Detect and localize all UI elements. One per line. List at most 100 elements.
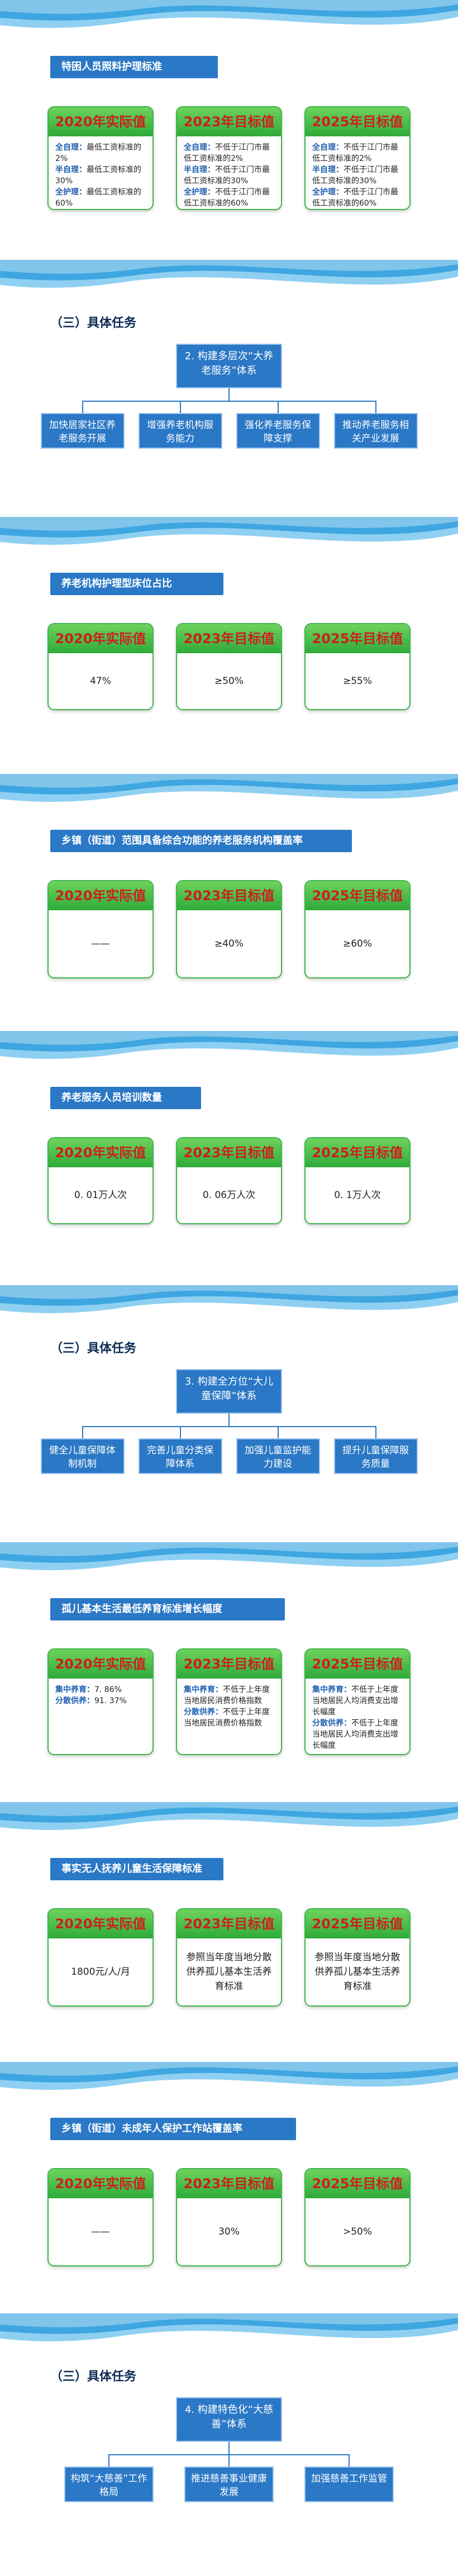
wave-banner bbox=[0, 2062, 458, 2090]
tree-child-node: 完善儿童分类保障体系 bbox=[138, 1438, 222, 1474]
value-text: ≥50% bbox=[214, 676, 244, 687]
card-year-label: 2020年实际值 bbox=[49, 1909, 152, 1938]
row-value: 最低工资标准的30% bbox=[55, 165, 141, 186]
card-year-label: 2025年目标值 bbox=[306, 2169, 409, 2198]
value-text: 0. 06万人次 bbox=[202, 1190, 256, 1201]
card-value: 全自理：最低工资标准的2%半自理：最低工资标准的30%全护理：最低工资标准的60… bbox=[49, 136, 152, 209]
row-value: 不低于上年度当地居民人均消费支出增长幅度 bbox=[312, 1685, 398, 1717]
card-row: 集中养育：7. 86% bbox=[55, 1684, 146, 1695]
tree-child-node: 健全儿童保障体制机制 bbox=[40, 1438, 125, 1474]
row-value: 不低于江门市最低工资标准的2% bbox=[184, 143, 270, 163]
wave-banner bbox=[0, 1285, 458, 1313]
target-card: 2025年目标值≥60% bbox=[304, 880, 411, 978]
card-value: 0. 1万人次 bbox=[306, 1167, 409, 1223]
tree-child-node: 推进慈善事业健康发展 bbox=[184, 2466, 274, 2502]
connector-line bbox=[375, 401, 376, 413]
wave-banner bbox=[0, 774, 458, 802]
row-key: 半自理： bbox=[184, 165, 215, 174]
connector-line bbox=[277, 1426, 279, 1438]
card-row: 全护理：不低于江门市最低工资标准的60% bbox=[184, 187, 274, 209]
card-row: 集中养育：不低于上年度当地居民消费价格指数 bbox=[184, 1684, 274, 1707]
target-card: 2025年目标值集中养育：不低于上年度当地居民人均消费支出增长幅度分散供养：不低… bbox=[304, 1648, 411, 1755]
card-value: 47% bbox=[49, 653, 152, 709]
card-value: 全自理：不低于江门市最低工资标准的2%半自理：不低于江门市最低工资标准的30%全… bbox=[306, 136, 409, 209]
section-title: 特困人员照料护理标准 bbox=[50, 56, 218, 78]
card-year-label: 2025年目标值 bbox=[306, 1650, 409, 1679]
card-value: 30% bbox=[177, 2198, 281, 2265]
tree-child-node: 加快居家社区养老服务开展 bbox=[40, 413, 125, 449]
tree-child-node: 加强儿童监护能力建设 bbox=[236, 1438, 320, 1474]
connector-line bbox=[82, 1426, 376, 1427]
connector-line bbox=[228, 1414, 230, 1426]
card-value: >50% bbox=[306, 2198, 409, 2265]
card-value: ≥50% bbox=[177, 653, 281, 709]
card-row: 分散供养：不低于上年度当地居民人均消费支出增长幅度 bbox=[312, 1718, 403, 1751]
target-card: 2020年实际值全自理：最低工资标准的2%半自理：最低工资标准的30%全护理：最… bbox=[47, 106, 154, 210]
card-row: 分散供养：不低于上年度当地居民消费价格指数 bbox=[184, 1707, 274, 1729]
row-value: 不低于江门市最低工资标准的60% bbox=[184, 188, 270, 208]
card-year-label: 2023年目标值 bbox=[177, 107, 281, 136]
row-key: 全护理： bbox=[184, 188, 215, 197]
wave-banner bbox=[0, 517, 458, 545]
value-text: —— bbox=[91, 2226, 110, 2237]
connector-line bbox=[108, 2454, 109, 2466]
target-card: 2025年目标值全自理：不低于江门市最低工资标准的2%半自理：不低于江门市最低工… bbox=[304, 106, 411, 210]
card-row: 全护理：不低于江门市最低工资标准的60% bbox=[312, 187, 403, 209]
row-value: 不低于上年度当地居民消费价格指数 bbox=[184, 1708, 270, 1728]
section-title: 乡镇（街道）未成年人保护工作站覆盖率 bbox=[50, 2118, 296, 2140]
card-row: 全自理：不低于江门市最低工资标准的2% bbox=[184, 142, 274, 164]
row-key: 全自理： bbox=[312, 143, 344, 152]
section-title: 事实无人抚养儿童生活保障标准 bbox=[50, 1858, 223, 1880]
value-text: >50% bbox=[342, 2226, 373, 2237]
target-card: 2020年实际值—— bbox=[47, 2168, 154, 2266]
task-heading: （三）具体任务 bbox=[50, 316, 137, 330]
value-text: —— bbox=[91, 938, 110, 949]
task-heading: （三）具体任务 bbox=[50, 2370, 137, 2384]
value-text: 参照当年度当地分散供养孤儿基本生活养育标准 bbox=[314, 1952, 400, 1992]
wave-banner bbox=[0, 1542, 458, 1570]
card-year-label: 2023年目标值 bbox=[177, 2169, 281, 2198]
connector-line bbox=[82, 401, 376, 402]
card-row: 半自理：不低于江门市最低工资标准的30% bbox=[184, 164, 274, 187]
target-card: 2023年目标值全自理：不低于江门市最低工资标准的2%半自理：不低于江门市最低工… bbox=[176, 106, 282, 210]
card-year-label: 2023年目标值 bbox=[177, 624, 281, 653]
row-value: 不低于上年度当地居民人均消费支出增长幅度 bbox=[312, 1719, 398, 1750]
connector-line bbox=[179, 1426, 181, 1438]
tree-root-node: 4. 构建特色化“大慈善”体系 bbox=[176, 2397, 282, 2442]
card-row: 半自理：不低于江门市最低工资标准的30% bbox=[312, 164, 403, 187]
row-value: 不低于江门市最低工资标准的30% bbox=[312, 165, 398, 186]
card-year-label: 2023年目标值 bbox=[177, 1909, 281, 1938]
row-value: 不低于江门市最低工资标准的30% bbox=[184, 165, 270, 186]
wave-banner bbox=[0, 260, 458, 288]
row-value: 不低于江门市最低工资标准的60% bbox=[312, 188, 398, 208]
wave-banner bbox=[0, 2313, 458, 2341]
card-row: 全自理：不低于江门市最低工资标准的2% bbox=[312, 142, 403, 164]
wave-banner bbox=[0, 1031, 458, 1059]
connector-line bbox=[82, 1426, 83, 1438]
card-year-label: 2020年实际值 bbox=[49, 881, 152, 910]
row-key: 分散供养： bbox=[184, 1708, 223, 1717]
tree-child-node: 增强养老机构服务能力 bbox=[138, 413, 222, 449]
target-cards: 2020年实际值全自理：最低工资标准的2%半自理：最低工资标准的30%全护理：最… bbox=[47, 106, 411, 210]
target-cards: 2020年实际值——2023年目标值≥40%2025年目标值≥60% bbox=[47, 880, 411, 978]
card-value: 0. 06万人次 bbox=[177, 1167, 281, 1223]
target-card: 2023年目标值参照当年度当地分散供养孤儿基本生活养育标准 bbox=[176, 1908, 282, 2007]
connector-line bbox=[82, 401, 83, 413]
target-cards: 2020年实际值集中养育：7. 86%分散供养：91. 37%2023年目标值集… bbox=[47, 1648, 411, 1755]
wave-banner bbox=[0, 1802, 458, 1830]
tree-child-node: 推动养老服务相关产业发展 bbox=[333, 413, 418, 449]
value-text: 47% bbox=[90, 676, 111, 687]
card-row: 全护理：最低工资标准的60% bbox=[55, 187, 146, 209]
tree-root-node: 3. 构建全方位“大儿童保障”体系 bbox=[176, 1369, 282, 1414]
value-text: ≥55% bbox=[342, 676, 373, 687]
row-key: 全自理： bbox=[184, 143, 215, 152]
connector-line bbox=[375, 1426, 376, 1438]
row-key: 全护理： bbox=[55, 188, 87, 197]
card-year-label: 2023年目标值 bbox=[177, 881, 281, 910]
card-row: 集中养育：不低于上年度当地居民人均消费支出增长幅度 bbox=[312, 1684, 403, 1718]
